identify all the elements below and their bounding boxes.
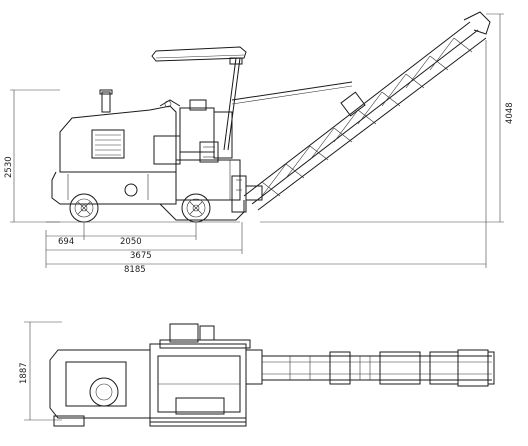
dim-front-overhang: 694: [58, 237, 74, 247]
dim-total-length: 8185: [124, 265, 146, 275]
canopy: [151, 46, 247, 151]
top-view-dimensions: 1887: [19, 321, 62, 421]
dim-machine-length: 3675: [130, 251, 152, 261]
dim-width: 1887: [19, 362, 29, 384]
top-view: 1887: [19, 321, 495, 427]
dim-overall-height: 2530: [4, 156, 14, 178]
discharge-conveyor: [231, 11, 491, 211]
dim-wheelbase: 2050: [120, 237, 142, 247]
side-view-dimensions: 2530 4048 694 2050 3675 8185: [4, 13, 515, 275]
conveyor-top: [245, 349, 495, 387]
dim-conveyor-height: 4048: [505, 102, 515, 124]
rear-wheel: [181, 193, 211, 223]
front-wheel: [69, 193, 99, 223]
machine-body-top: [49, 323, 251, 427]
machine-body: [51, 89, 181, 205]
side-view: 2530 4048 694 2050 3675 8185: [4, 11, 515, 275]
